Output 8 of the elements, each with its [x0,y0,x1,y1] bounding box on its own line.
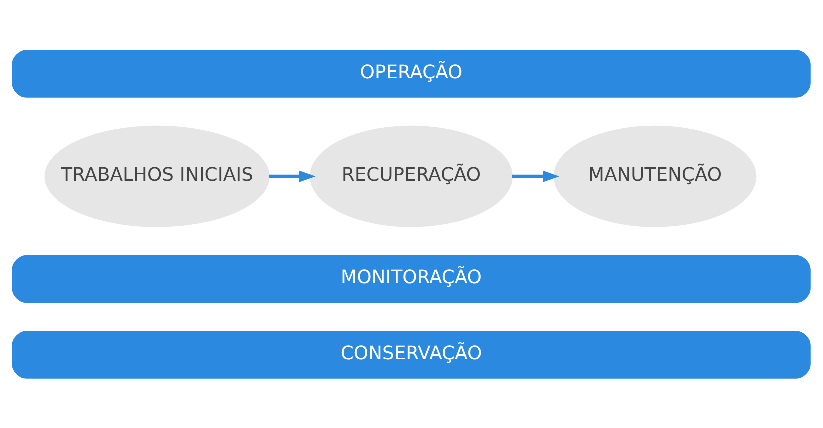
node-box: MONITORAÇÃO [12,254,811,303]
node-box: CONSERVAÇÃO [12,330,811,378]
node-ellipse: RECUPERAÇÃO [310,125,513,227]
arrow [270,170,316,182]
node-ellipse: MANUTENÇÃO [554,125,757,227]
arrow [512,170,560,182]
node-ellipse: TRABALHOS INICIAIS [44,125,270,227]
node-box: OPERAÇÃO [12,50,811,98]
